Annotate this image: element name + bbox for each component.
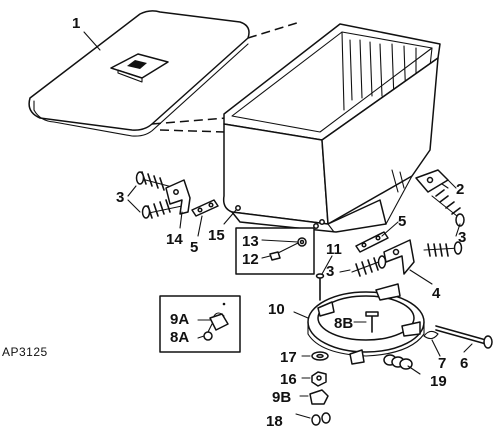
part-6-long-pin — [435, 325, 493, 349]
part-18-link — [311, 412, 331, 426]
callout-2: 2 — [456, 181, 464, 198]
part-5-strap-right — [355, 231, 389, 253]
callout-3-right: 3 — [458, 229, 466, 246]
callout-15: 15 — [208, 227, 225, 244]
part-9B-block — [309, 389, 329, 405]
callout-3-middle: 3 — [326, 263, 334, 280]
callout-5-right: 5 — [398, 213, 406, 230]
callout-9B: 9B — [272, 389, 291, 406]
callout-8A: 8A — [170, 329, 189, 346]
callout-labels: 1 2 3 3 3 4 5 5 6 7 8A 8B 9A 9B 10 11 12… — [72, 15, 468, 430]
part-10-ring — [307, 283, 425, 365]
callout-19: 19 — [430, 373, 447, 390]
part-17-washer — [311, 351, 329, 361]
callout-12: 12 — [242, 251, 259, 268]
figure-code: AP3125 — [2, 345, 48, 359]
part-14-bracket — [165, 179, 191, 215]
callout-8B: 8B — [334, 315, 353, 332]
callout-4: 4 — [432, 285, 441, 302]
part-2-bracket — [415, 169, 457, 193]
callout-1: 1 — [72, 15, 80, 32]
callout-9A: 9A — [170, 311, 189, 328]
callout-3-left: 3 — [116, 189, 124, 206]
callout-6: 6 — [460, 355, 468, 372]
part-11-bolt — [315, 273, 325, 301]
callout-16: 16 — [280, 371, 297, 388]
part-19-coil — [383, 354, 413, 370]
part-4-bracket — [383, 239, 415, 275]
hopper-body — [222, 23, 441, 233]
part-3-spring-bolt-lower-right — [423, 241, 463, 257]
callout-14: 14 — [166, 231, 183, 248]
part-7-clip — [423, 330, 439, 340]
callout-13: 13 — [242, 233, 259, 250]
callout-10: 10 — [268, 301, 285, 318]
part-5-strap-left — [191, 199, 219, 217]
part-1-lid — [28, 10, 301, 137]
part-3-spring-bolt-lower-left — [141, 199, 183, 219]
part-3-spring-bolt-middle — [351, 255, 387, 277]
callout-17: 17 — [280, 349, 297, 366]
callout-5-left: 5 — [190, 239, 198, 256]
inset-box-12-13 — [235, 227, 315, 275]
callout-18: 18 — [266, 413, 283, 430]
inset-box-8A-9A — [159, 295, 241, 353]
callout-7: 7 — [438, 355, 446, 372]
leader-lines — [83, 31, 473, 419]
part-16-nut — [311, 371, 327, 387]
callout-11: 11 — [326, 241, 342, 258]
part-3-spring-bolt-upper-right — [431, 189, 465, 227]
